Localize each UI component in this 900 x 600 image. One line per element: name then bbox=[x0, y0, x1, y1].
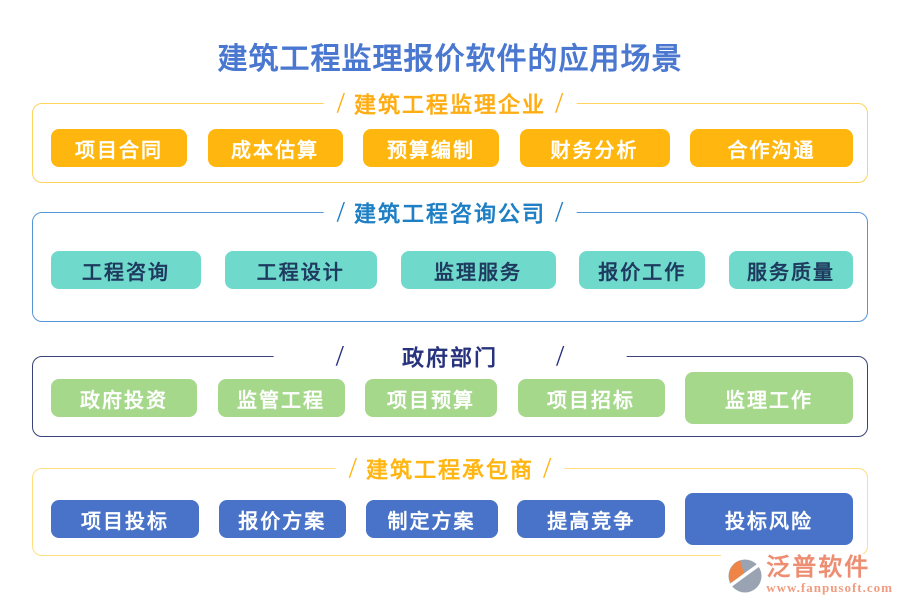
button-row: 政府投资 监管工程 项目预算 项目招标 监理工作 bbox=[51, 372, 853, 424]
button-row: 工程咨询 工程设计 监理服务 报价工作 服务质量 bbox=[51, 251, 853, 289]
slash-left-icon: / bbox=[336, 195, 345, 229]
btn-service-quality[interactable]: 服务质量 bbox=[729, 251, 853, 289]
watermark-url[interactable]: www.fanpusoft.com bbox=[766, 580, 893, 596]
btn-project-regulation[interactable]: 监管工程 bbox=[217, 379, 345, 417]
slash-right-icon: / bbox=[556, 339, 565, 373]
section-header: / 建筑工程监理企业 / bbox=[323, 86, 577, 120]
btn-bidding-risk[interactable]: 投标风险 bbox=[685, 493, 853, 545]
section-header: / 政府部门 / bbox=[273, 339, 627, 373]
btn-project-budget[interactable]: 项目预算 bbox=[365, 379, 497, 417]
button-row: 项目投标 报价方案 制定方案 提高竞争 投标风险 bbox=[51, 493, 853, 545]
page-title: 建筑工程监理报价软件的应用场景 bbox=[217, 43, 683, 76]
slash-left-icon: / bbox=[335, 339, 344, 373]
btn-project-bid[interactable]: 项目投标 bbox=[51, 500, 199, 538]
section-label: 建筑工程咨询公司 bbox=[353, 201, 547, 227]
section-header: / 建筑工程承包商 / bbox=[335, 451, 565, 485]
slash-left-icon: / bbox=[348, 451, 357, 485]
btn-competitiveness-improvement[interactable]: 提高竞争 bbox=[517, 500, 666, 538]
btn-supervision-service[interactable]: 监理服务 bbox=[400, 251, 556, 289]
slash-right-icon: / bbox=[555, 195, 564, 229]
section-contractor: / 建筑工程承包商 / 项目投标 报价方案 制定方案 提高竞争 投标风险 bbox=[32, 452, 868, 556]
section-label: 建筑工程承包商 bbox=[365, 457, 535, 483]
watermark-brand: 泛普软件 bbox=[766, 555, 871, 582]
btn-cooperation-communication[interactable]: 合作沟通 bbox=[690, 129, 853, 167]
fanpu-logo-icon bbox=[728, 559, 762, 593]
slash-right-icon: / bbox=[555, 86, 564, 120]
section-supervision-enterprise: / 建筑工程监理企业 / 项目合同 成本估算 预算编制 财务分析 合作沟通 bbox=[32, 87, 868, 183]
btn-budget-preparation[interactable]: 预算编制 bbox=[363, 129, 499, 167]
btn-quotation-work[interactable]: 报价工作 bbox=[579, 251, 706, 289]
btn-project-tendering[interactable]: 项目招标 bbox=[517, 379, 665, 417]
slash-left-icon: / bbox=[336, 86, 345, 120]
btn-plan-formulation[interactable]: 制定方案 bbox=[365, 500, 498, 538]
button-row: 项目合同 成本估算 预算编制 财务分析 合作沟通 bbox=[51, 129, 853, 167]
slash-right-icon: / bbox=[543, 451, 552, 485]
btn-project-contract[interactable]: 项目合同 bbox=[51, 129, 187, 167]
watermark: 泛普软件 www.fanpusoft.com bbox=[721, 554, 895, 597]
btn-government-investment[interactable]: 政府投资 bbox=[51, 379, 197, 417]
btn-quotation-plan[interactable]: 报价方案 bbox=[218, 500, 346, 538]
btn-cost-estimation[interactable]: 成本估算 bbox=[207, 129, 343, 167]
section-label: 政府部门 bbox=[401, 345, 499, 371]
section-header: / 建筑工程咨询公司 / bbox=[323, 195, 577, 229]
btn-financial-analysis[interactable]: 财务分析 bbox=[519, 129, 670, 167]
watermark-text: 泛普软件 www.fanpusoft.com bbox=[766, 555, 893, 596]
section-government-department: / 政府部门 / 政府投资 监管工程 项目预算 项目招标 监理工作 bbox=[32, 340, 868, 437]
btn-engineering-design[interactable]: 工程设计 bbox=[224, 251, 377, 289]
btn-supervision-work[interactable]: 监理工作 bbox=[685, 372, 853, 424]
btn-engineering-consulting[interactable]: 工程咨询 bbox=[51, 251, 201, 289]
section-label: 建筑工程监理企业 bbox=[353, 92, 547, 118]
section-consulting-company: / 建筑工程咨询公司 / 工程咨询 工程设计 监理服务 报价工作 服务质量 bbox=[32, 196, 868, 322]
